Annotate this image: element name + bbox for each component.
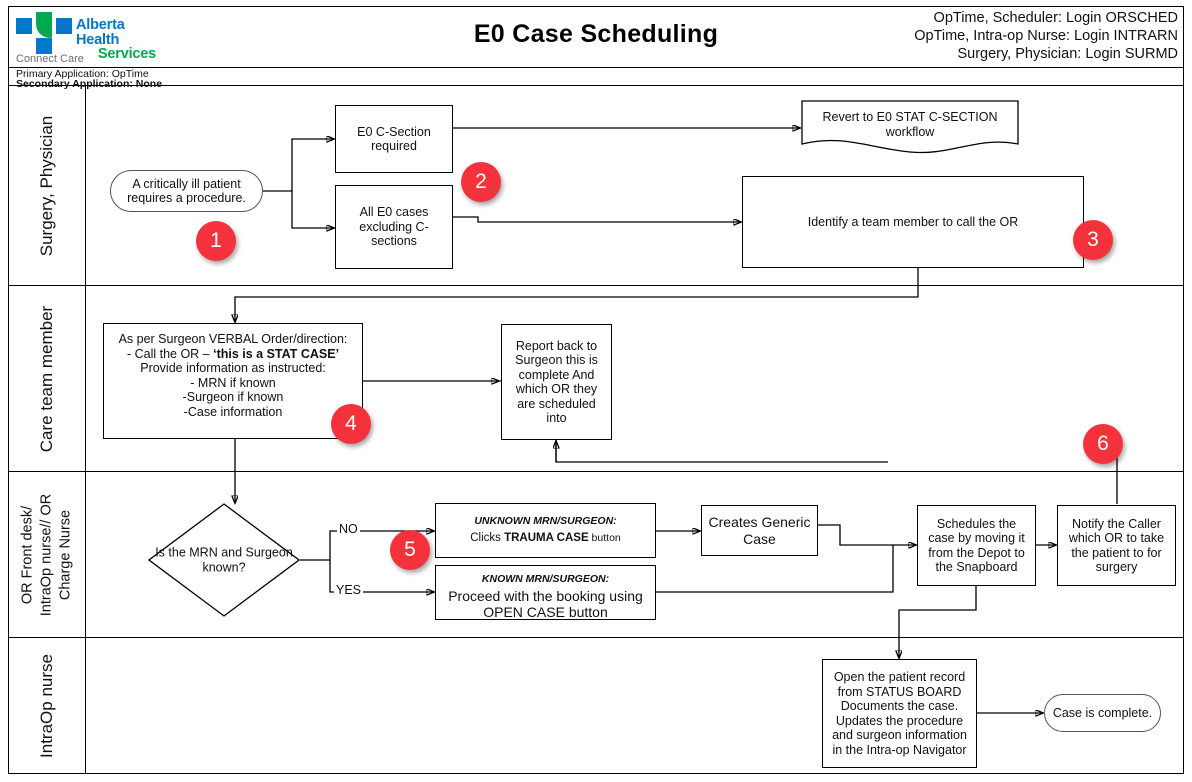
verbal-line-5: -Surgeon if known [182,390,284,404]
badge-1[interactable]: 1 [196,221,236,261]
login-line-2: OpTime, Intra-op Nurse: Login INTRARN [914,28,1178,44]
swimlane-or-front-desk: OR Front desk/ IntraOp nurse// OR Charge… [8,472,1184,638]
node-creates-generic-case[interactable]: Creates Generic Case [701,505,818,556]
diagram-frame [8,6,1184,774]
node-report-back-to-surgeon[interactable]: Report back to Surgeon this is complete … [501,324,612,440]
verbal-line-2: - Call the OR – ‘this is a STAT CASE’ [108,347,358,362]
unknown-body-suffix: button [588,531,621,544]
badge-4[interactable]: 4 [331,404,371,444]
node-notify-caller-which-or[interactable]: Notify the Caller which OR to take the p… [1057,505,1176,586]
node-unknown-mrn-trauma-case[interactable]: UNKNOWN MRN/SURGEON: Clicks TRAUMA CASE … [435,503,656,558]
node-open-patient-record-status-board[interactable]: Open the patient record from STATUS BOAR… [822,659,977,768]
decision-label: Is the MRN and Surgeon known? [155,545,293,575]
swimlane-header-2: Care team member [8,286,86,471]
badge-6[interactable]: 6 [1083,424,1123,464]
verbal-line-4: - MRN if known [190,375,276,390]
application-info-box: Primary Application: OpTime Secondary Ap… [8,67,1184,90]
login-line-3: Surgery, Physician: Login SURMD [957,46,1178,62]
header-band [8,6,1184,86]
node-revert-label: Revert to E0 STAT C-SECTION workflow [822,110,998,139]
unknown-heading: UNKNOWN MRN/SURGEON: [474,515,617,527]
login-line-1: OpTime, Scheduler: Login ORSCHED [933,10,1178,26]
badge-3[interactable]: 3 [1073,220,1113,260]
verbal-line-2-prefix: - Call the OR – [126,346,214,361]
primary-application-text: Primary Application: OpTime [16,68,149,80]
verbal-line-6: -Case information [183,404,283,419]
logo-line-1: Alberta Health [76,17,125,48]
verbal-line-3: Provide information as instructed: [140,361,326,375]
logo-line-2: Services [97,46,156,62]
page-title: E0 Case Scheduling [473,20,719,48]
known-heading: KNOWN MRN/SURGEON: [481,573,610,585]
verbal-line-2-emphasis: ‘this is a STAT CASE’ [213,346,340,361]
node-schedules-case-depot-snapboard[interactable]: Schedules the case by moving it from the… [917,505,1036,586]
swimlane-label-3: OR Front desk/ IntraOp nurse// OR Charge… [19,493,73,616]
alberta-health-services-logo: Alberta Health Services [16,12,156,61]
login-legend: OpTime, Scheduler: Login ORSCHED OpTime,… [914,9,1178,63]
unknown-body-emphasis: TRAUMA CASE [504,531,589,544]
unknown-body-prefix: Clicks [470,531,505,544]
node-as-per-surgeon-verbal-order[interactable]: As per Surgeon VERBAL Order/direction: -… [103,323,363,439]
badge-5[interactable]: 5 [390,530,430,570]
logo-mark-icon [16,12,72,54]
node-start-critically-ill-patient[interactable]: A critically ill patient requires a proc… [110,170,263,212]
logo-tagline: Connect Care [16,53,84,65]
swimlane-label-4: IntraOp nurse [36,654,56,758]
unknown-body: Clicks TRAUMA CASE button [440,531,651,546]
edge-label-yes: YES [334,583,364,597]
node-identify-team-member[interactable]: Identify a team member to call the OR [742,176,1084,268]
swimlane-header-3: OR Front desk/ IntraOp nurse// OR Charge… [8,472,86,637]
node-e0-csection-required[interactable]: E0 C-Section required [335,105,453,173]
known-body: Proceed with the booking using OPEN CASE… [448,587,643,620]
node-all-e0-cases[interactable]: All E0 cases excluding C-sections [335,185,453,269]
swimlane-intraop-nurse: IntraOp nurse [8,638,1184,774]
swimlane-header-1: Surgery, Physician [8,86,86,285]
swimlane-header-4: IntraOp nurse [8,638,86,774]
edge-label-no: NO [337,522,360,536]
verbal-line-1: As per Surgeon VERBAL Order/direction: [118,332,348,346]
node-revert-to-stat-csection-workflow[interactable]: Revert to E0 STAT C-SECTION workflow [801,100,1019,156]
swimlane-label-1: Surgery, Physician [36,115,56,256]
swimlane-care-team-member: Care team member [8,286,1184,472]
badge-2[interactable]: 2 [461,162,501,202]
node-known-mrn-open-case[interactable]: KNOWN MRN/SURGEON: Proceed with the book… [435,565,656,620]
node-case-is-complete[interactable]: Case is complete. [1044,694,1161,732]
secondary-application-text: Secondary Application: None [16,78,163,90]
swimlane-label-2: Care team member [36,305,56,452]
node-decision-mrn-surgeon-known[interactable]: Is the MRN and Surgeon known? [148,503,300,617]
